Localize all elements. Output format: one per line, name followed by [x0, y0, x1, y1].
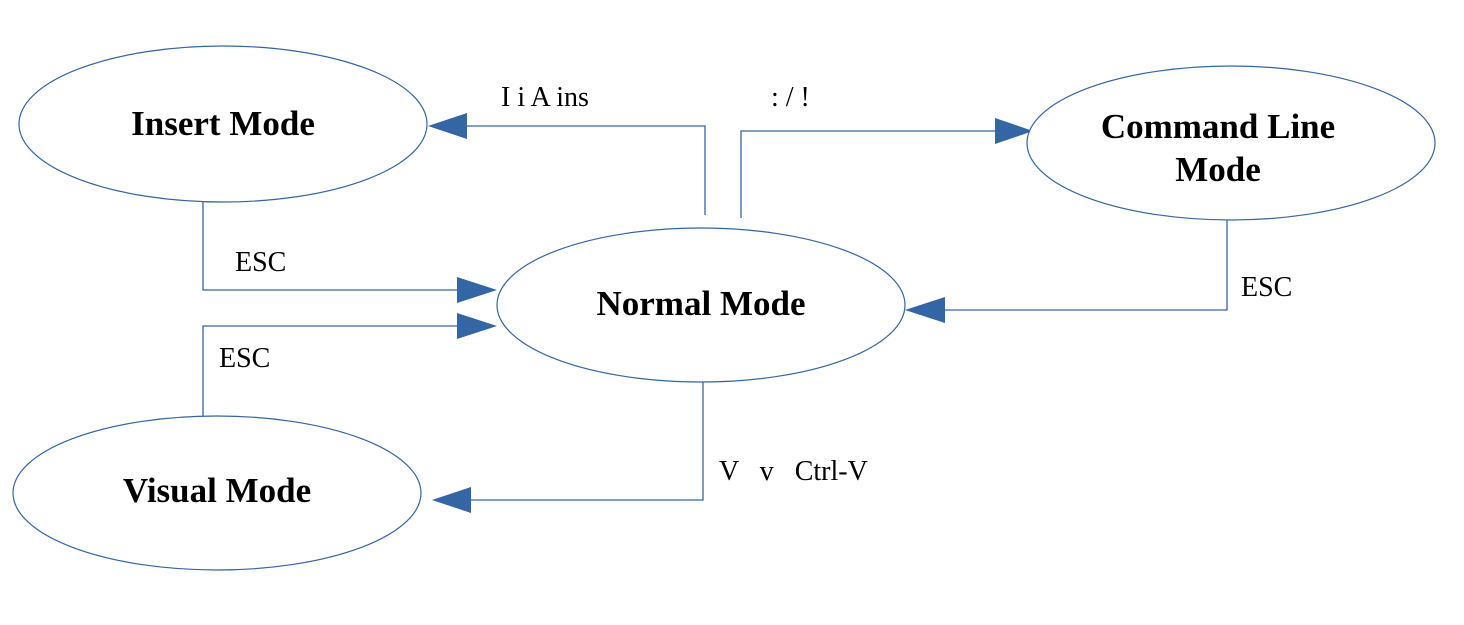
edge-label: I i A ins [501, 82, 589, 113]
edge-line [202, 202, 458, 291]
edge-label: ESC [219, 343, 270, 374]
edge-visual-to-normal: ESC [202, 313, 497, 416]
node-normal-mode[interactable]: Normal Mode [496, 227, 906, 383]
arrow-left-icon [428, 113, 467, 139]
node-visual-mode[interactable]: Visual Mode [12, 415, 422, 571]
node-ellipse [18, 45, 428, 203]
edge-line [944, 220, 1228, 311]
node-ellipse [12, 415, 422, 571]
edge-line [202, 325, 458, 416]
node-label: Normal Mode [597, 284, 806, 323]
edge-label: : / ! [771, 82, 810, 113]
edge-line [470, 382, 704, 501]
edge-label: ESC [1241, 272, 1292, 303]
node-label-line-2: Mode [1175, 150, 1261, 189]
arrow-left-icon [905, 297, 945, 323]
node-command-line-mode[interactable]: Command Line Mode [1026, 65, 1436, 221]
arrow-left-icon [432, 487, 471, 513]
edge-command-to-normal: ESC [905, 220, 1292, 323]
node-label: Insert Mode [131, 104, 315, 143]
node-ellipse [496, 227, 906, 383]
edge-line [466, 125, 706, 215]
arrow-right-icon [995, 118, 1033, 144]
edge-label: ESC [235, 247, 286, 278]
arrow-right-icon [457, 277, 497, 303]
node-label: Visual Mode [123, 471, 311, 510]
edge-normal-to-visual: V v Ctrl-V [432, 382, 868, 513]
edge-normal-to-insert: I i A ins [428, 82, 706, 215]
node-ellipse [1026, 65, 1436, 221]
node-insert-mode[interactable]: Insert Mode [18, 45, 428, 203]
edge-normal-to-command: : / ! [740, 82, 1033, 218]
edge-insert-to-normal: ESC [202, 202, 497, 303]
edge-line [740, 130, 995, 218]
arrow-right-icon [457, 313, 497, 339]
edge-label: V v Ctrl-V [719, 456, 868, 487]
node-label-line-1: Command Line [1101, 107, 1335, 146]
